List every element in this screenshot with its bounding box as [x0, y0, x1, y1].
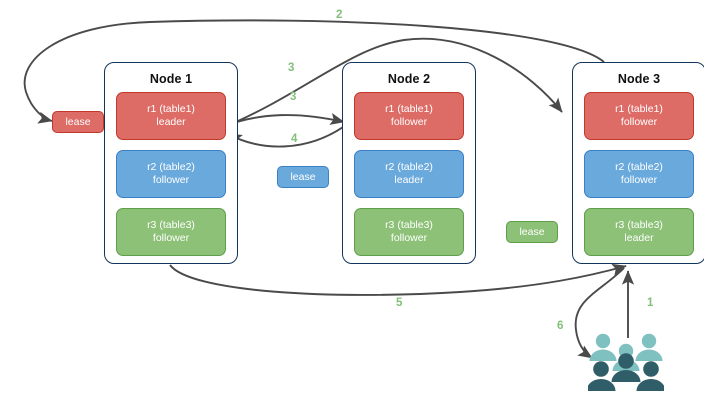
- lease-chip-red[interactable]: lease: [52, 111, 104, 133]
- arrow-step-4: [227, 124, 347, 148]
- replica-role: follower: [620, 116, 658, 128]
- step-label-6: 6: [557, 320, 564, 332]
- replica-role: follower: [152, 174, 190, 186]
- replica-role: leader: [394, 174, 424, 186]
- node-title: Node 2: [387, 72, 431, 86]
- step-label-5: 5: [396, 297, 403, 309]
- node-card-2[interactable]: Node 2 r1 (table1) follower r2 (table2) …: [342, 62, 476, 264]
- replica-name: r2 (table2): [615, 161, 663, 174]
- lease-chip-green[interactable]: lease: [506, 221, 558, 243]
- users-front-row: [588, 353, 664, 391]
- lease-chip-blue[interactable]: lease: [277, 166, 329, 188]
- replica-name: r1 (table1): [385, 103, 433, 116]
- replica-list: r1 (table1) follower r2 (table2) leader …: [343, 92, 475, 266]
- replica-role: follower: [620, 174, 658, 186]
- step-label-1: 1: [647, 297, 654, 309]
- replica-chip-r2[interactable]: r2 (table2) follower: [584, 150, 694, 198]
- step-label-2: 2: [336, 9, 343, 21]
- replica-role: leader: [156, 116, 186, 128]
- replica-list: r1 (table1) follower r2 (table2) followe…: [573, 92, 704, 266]
- replica-name: r3 (table3): [615, 219, 663, 232]
- replica-name: r2 (table2): [147, 161, 195, 174]
- replica-chip-r1[interactable]: r1 (table1) follower: [354, 92, 464, 140]
- replica-role: follower: [152, 232, 190, 244]
- replica-chip-r3[interactable]: r3 (table3) follower: [116, 208, 226, 256]
- step-label-3b: 3: [290, 91, 297, 103]
- replica-chip-r3[interactable]: r3 (table3) follower: [354, 208, 464, 256]
- users-icon: [588, 333, 664, 391]
- node-card-1[interactable]: Node 1 r1 (table1) leader r2 (table2) fo…: [104, 62, 238, 264]
- replica-chip-r2[interactable]: r2 (table2) leader: [354, 150, 464, 198]
- replica-name: r1 (table1): [615, 103, 663, 116]
- replica-role: follower: [390, 116, 428, 128]
- replica-name: r2 (table2): [385, 161, 433, 174]
- replica-name: r3 (table3): [385, 219, 433, 232]
- users-back-row: [589, 333, 663, 371]
- replica-chip-r1[interactable]: r1 (table1) leader: [116, 92, 226, 140]
- arrow-step-5: [169, 263, 627, 296]
- replica-name: r1 (table1): [147, 103, 195, 116]
- replica-chip-r3[interactable]: r3 (table3) leader: [584, 208, 694, 256]
- replica-chip-r1[interactable]: r1 (table1) follower: [584, 92, 694, 140]
- replica-role: follower: [390, 232, 428, 244]
- replica-list: r1 (table1) leader r2 (table2) follower …: [105, 92, 237, 266]
- node-title: Node 1: [149, 72, 193, 86]
- replica-name: r3 (table3): [147, 219, 195, 232]
- replica-role: leader: [624, 232, 654, 244]
- replica-chip-r2[interactable]: r2 (table2) follower: [116, 150, 226, 198]
- step-label-4: 4: [291, 133, 298, 145]
- node-title: Node 3: [617, 72, 661, 86]
- node-card-3[interactable]: Node 3 r1 (table1) follower r2 (table2) …: [572, 62, 704, 264]
- step-label-3a: 3: [288, 62, 295, 74]
- arrow-step-3b: [221, 113, 345, 128]
